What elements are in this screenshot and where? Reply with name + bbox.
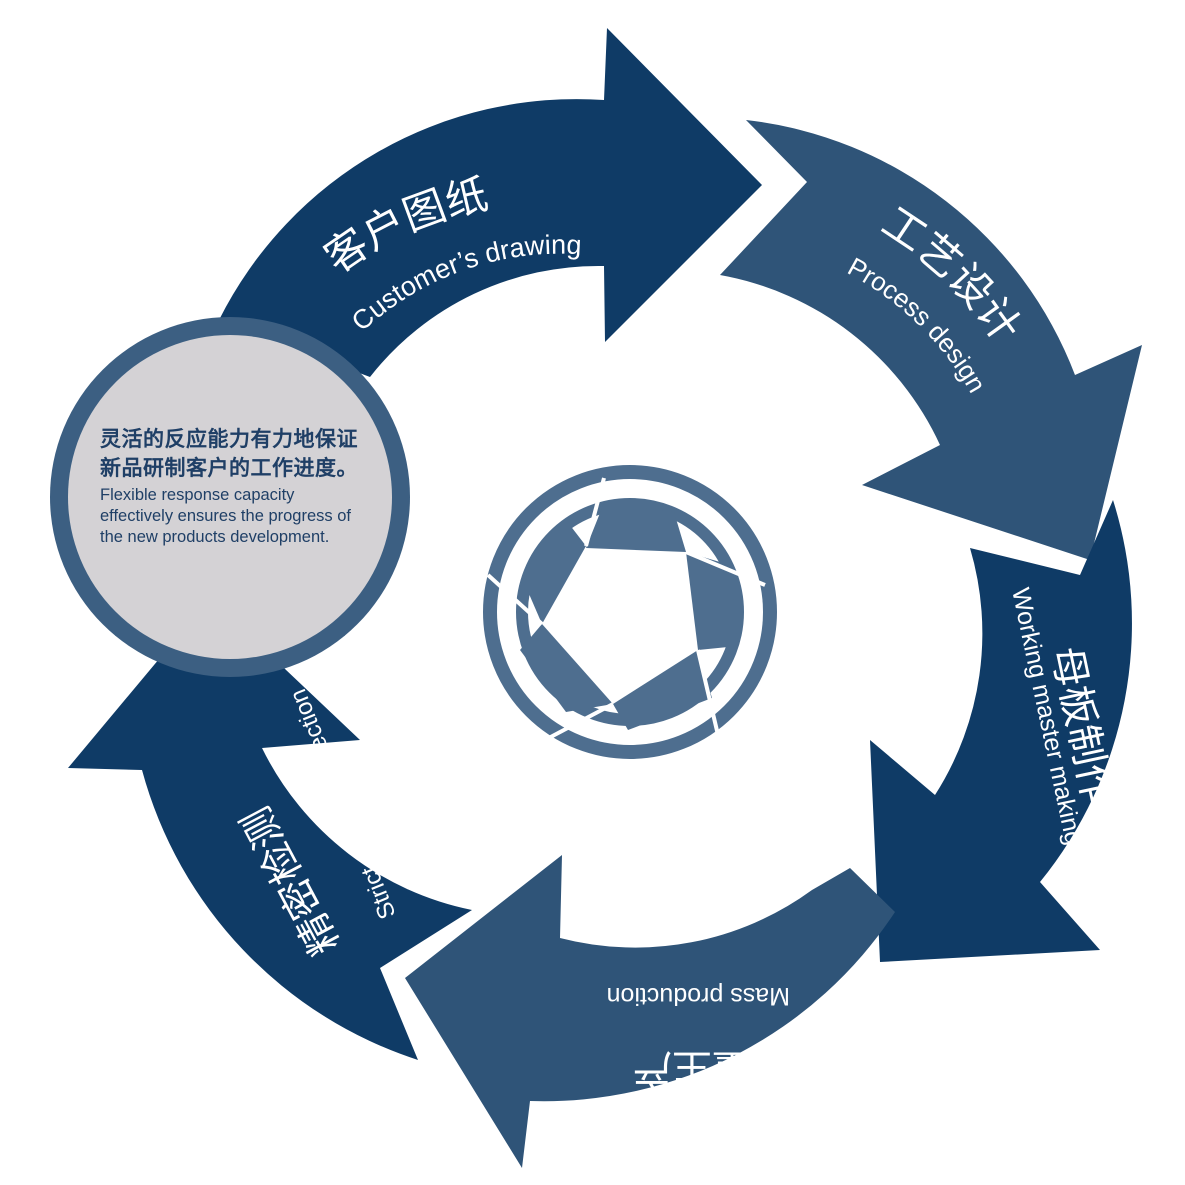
arrow-process-design bbox=[720, 120, 1142, 560]
step-4-en-label: Mass production bbox=[607, 982, 790, 1010]
step-4-cn-label: 批量生产 bbox=[632, 1045, 792, 1091]
arrow-customer-drawing bbox=[219, 28, 762, 377]
callout-disc bbox=[68, 335, 392, 659]
arrow-mass-production bbox=[405, 855, 895, 1168]
callout-cn: 灵活的反应能力有力地保证新品研制客户的工作进度。 bbox=[100, 427, 358, 480]
arrow-quality-inspection bbox=[68, 598, 472, 1060]
center-aperture-logo bbox=[483, 465, 777, 759]
arrow-master-making bbox=[870, 500, 1132, 962]
callout-text: 灵活的反应能力有力地保证新品研制客户的工作进度。 Flexible respon… bbox=[100, 425, 370, 548]
callout-en: Flexible response capacity effectively e… bbox=[100, 486, 351, 546]
